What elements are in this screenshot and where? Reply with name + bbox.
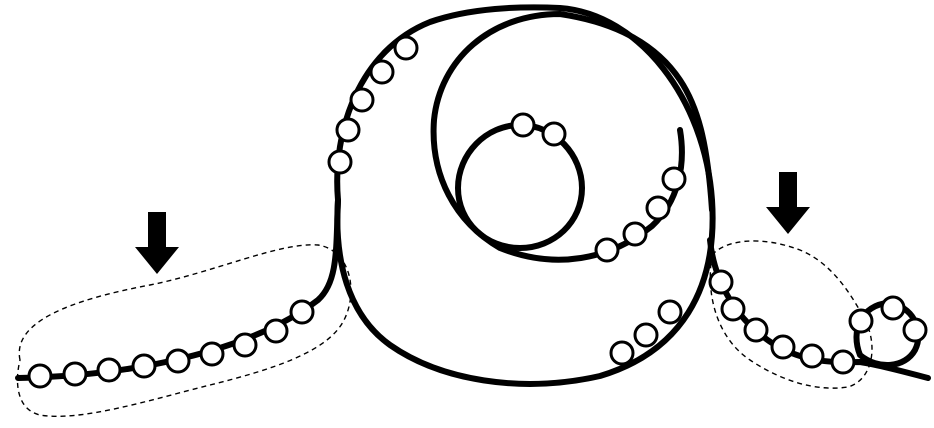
bead-left-tail — [29, 365, 51, 387]
bead-end-loop — [882, 297, 904, 319]
bead-right-tail — [722, 298, 744, 320]
bead-outer-loop-lower — [611, 342, 633, 364]
bead-left-tail — [201, 343, 223, 365]
down-arrow-icon — [135, 212, 179, 274]
bead-middle-loop — [624, 223, 646, 245]
bead-inner-loop — [543, 123, 565, 145]
bead-left-tail — [98, 359, 120, 381]
bead-middle-loop — [596, 239, 618, 261]
left-tail-highlight-region — [17, 245, 350, 417]
bead-outer-loop-upper — [329, 151, 351, 173]
bead-outer-loop-upper — [351, 89, 373, 111]
bead-left-tail — [291, 301, 313, 323]
bead-outer-loop-lower — [635, 324, 657, 346]
bead-left-tail — [64, 363, 86, 385]
bead-right-tail — [832, 351, 854, 373]
bead-right-tail — [772, 336, 794, 358]
outer-loop-strand — [337, 7, 712, 384]
bead-end-loop — [850, 310, 872, 332]
bead-left-tail — [167, 350, 189, 372]
bead-middle-loop — [647, 197, 669, 219]
bead-inner-loop — [512, 114, 534, 136]
bead-left-tail — [265, 320, 287, 342]
bead-right-tail — [710, 271, 732, 293]
bead-outer-loop-upper — [371, 61, 393, 83]
bead-outer-loop-upper — [395, 37, 417, 59]
bead-left-tail — [234, 334, 256, 356]
inner-loop-strand — [458, 125, 582, 248]
down-arrow-icon — [766, 172, 810, 234]
bead-middle-loop — [663, 168, 685, 190]
bead-outer-loop-upper — [337, 119, 359, 141]
bead-end-loop — [904, 319, 926, 341]
bead-right-tail — [801, 345, 823, 367]
bead-outer-loop-lower — [659, 301, 681, 323]
bead-left-tail — [133, 355, 155, 377]
bead-right-tail — [745, 319, 767, 341]
